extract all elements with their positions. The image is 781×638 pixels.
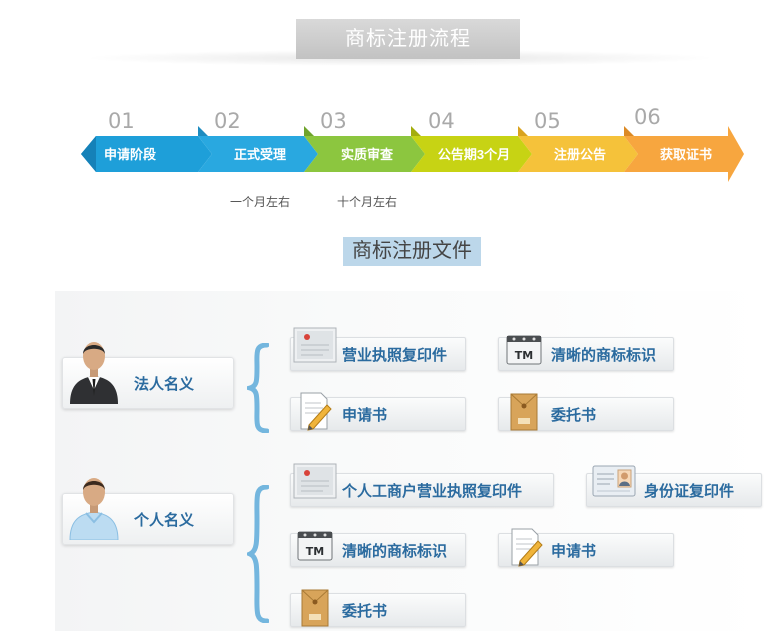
page-title: 商标注册流程 bbox=[296, 19, 520, 59]
doc-label: 委托书 bbox=[551, 407, 597, 424]
step-02-duration: 一个月左右 bbox=[230, 195, 291, 209]
step-number: 05 bbox=[534, 109, 561, 133]
doc-label: 营业执照复印件 bbox=[342, 347, 448, 364]
individual-entity-label: 个人名义 bbox=[134, 512, 195, 529]
step-number: 04 bbox=[428, 109, 455, 133]
tm-logo-icon: TM bbox=[506, 335, 542, 365]
step-label: 公告期3个月 bbox=[438, 147, 510, 162]
doc-label: 申请书 bbox=[551, 543, 597, 560]
step-06: 06 获取证书 bbox=[624, 105, 744, 182]
documents-heading: 商标注册文件 bbox=[343, 237, 481, 266]
step-03-duration: 十个月左右 bbox=[337, 195, 398, 209]
step-label: 获取证书 bbox=[660, 147, 712, 162]
step-04: 04 公告期3个月 bbox=[411, 109, 532, 172]
process-steps: 01 申请阶段 02 正式受理 03 实质审查 04 公告期3个月 05 注册公… bbox=[81, 105, 744, 182]
step-number: 02 bbox=[214, 109, 241, 133]
corporate-brace bbox=[247, 343, 269, 433]
doc-label: 清晰的商标标识 bbox=[551, 347, 657, 364]
doc-label: 委托书 bbox=[342, 603, 388, 620]
step-label: 注册公告 bbox=[554, 147, 606, 162]
individual-brace bbox=[247, 485, 269, 623]
doc-label: 申请书 bbox=[342, 407, 388, 424]
businessman-icon bbox=[70, 342, 118, 404]
step-03: 03 实质审查 bbox=[304, 109, 425, 172]
svg-text:TM: TM bbox=[515, 349, 533, 362]
license-certificate-icon bbox=[293, 327, 337, 363]
id-card-icon bbox=[592, 465, 636, 497]
step-05: 05 注册公告 bbox=[518, 109, 638, 172]
doc-label: 个人工商户营业执照复印件 bbox=[342, 483, 523, 500]
step-number: 06 bbox=[634, 105, 661, 129]
step-label: 正式受理 bbox=[234, 147, 286, 162]
tm-logo-icon: TM bbox=[297, 531, 333, 561]
step-number: 03 bbox=[320, 109, 347, 133]
doc-label: 清晰的商标标识 bbox=[342, 543, 448, 560]
step-label: 实质审查 bbox=[341, 147, 394, 162]
step-01: 01 申请阶段 bbox=[81, 109, 212, 172]
corporate-entity-label: 法人名义 bbox=[134, 376, 195, 393]
envelope-icon bbox=[510, 393, 538, 431]
step-label: 申请阶段 bbox=[104, 147, 156, 162]
envelope-icon bbox=[301, 589, 329, 627]
step-number: 01 bbox=[108, 109, 135, 133]
step-02: 02 正式受理 bbox=[198, 109, 318, 172]
application-pen-icon bbox=[511, 528, 543, 567]
application-pen-icon bbox=[300, 392, 332, 431]
title-banner: 商标注册流程 bbox=[296, 19, 520, 59]
doc-label: 身份证复印件 bbox=[644, 483, 735, 500]
person-icon bbox=[69, 478, 119, 540]
license-certificate-icon bbox=[293, 463, 337, 499]
svg-text:TM: TM bbox=[306, 545, 324, 558]
